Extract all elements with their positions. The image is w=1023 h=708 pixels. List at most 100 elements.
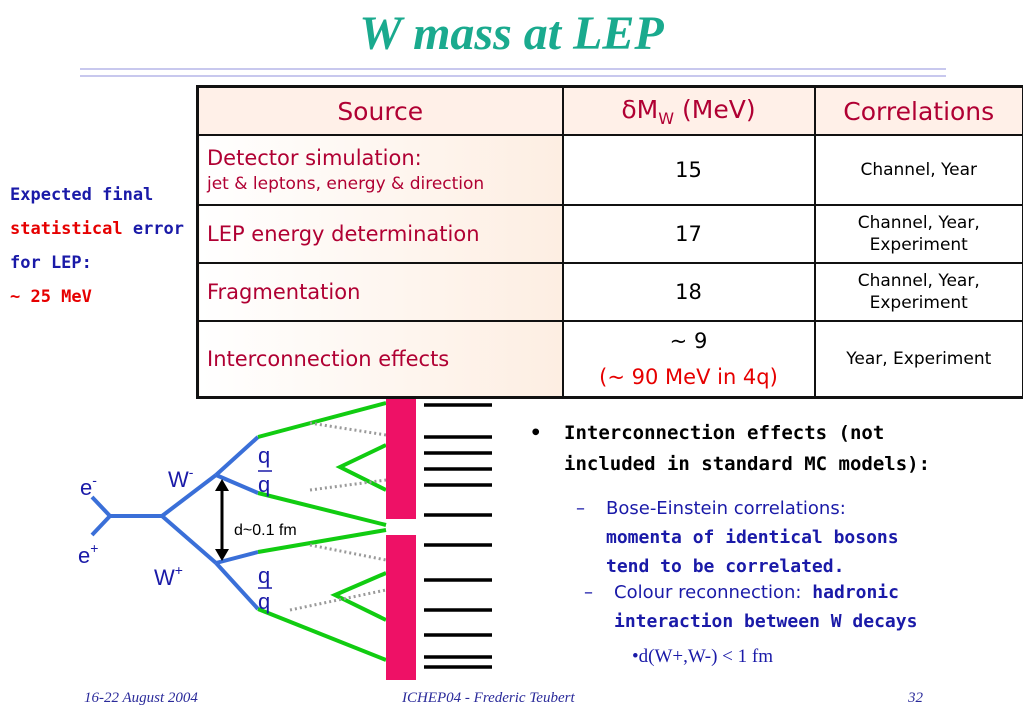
header-delta-suffix: (MeV) [674, 94, 756, 124]
colour-reconnection-bullet: – Colour reconnection: hadronic interact… [584, 578, 918, 636]
w-plus-sup: + [175, 562, 183, 578]
w-plus-qbar-line [214, 561, 260, 611]
quark-label: q [258, 443, 270, 468]
title-divider [80, 68, 946, 77]
antiquark-label: q [258, 472, 270, 497]
row-value: 15 [561, 134, 816, 206]
row-source: LEP energy determination [196, 204, 564, 264]
interconnection-bullets: • Interconnection effects (not included … [530, 418, 1010, 480]
e-minus-sup: - [92, 472, 97, 488]
correlation-line: Channel, Year, [857, 271, 980, 291]
row-value: 17 [561, 204, 816, 264]
footer-event: ICHEP04 - Frederic Teubert [402, 690, 575, 706]
e-plus-line [90, 514, 112, 537]
main-bullet-line: included in standard MC models): [564, 453, 931, 475]
e-plus-text: e [78, 543, 90, 568]
hadron-lines [424, 403, 492, 669]
w-plus-text: W [154, 565, 175, 590]
hadronization-bar [386, 535, 416, 680]
correlation-line: Experiment [869, 235, 968, 255]
w-plus-q-line [215, 550, 259, 565]
note-line: for LEP: [10, 253, 92, 273]
row-value: 18 [561, 262, 816, 322]
sub-bullet-text: d(W+,W-) < 1 fm [638, 646, 773, 667]
table-row: Fragmentation 18 Channel, Year,Experimen… [196, 262, 1023, 322]
note-line: statistical error [10, 212, 184, 246]
sub-bullet-dot: • [632, 646, 639, 667]
quark-line [257, 491, 387, 527]
footer-page-number: 32 [908, 690, 923, 706]
note-red-text: statistical [10, 219, 123, 239]
systematics-table: Source δMW (MeV) Correlations Detector s… [196, 85, 1023, 399]
source-label: Detector simulation: [207, 146, 422, 170]
sub-bullet-dash: – [584, 582, 593, 603]
ww-interconnection-diagram: e- e+ W- W+ q q q q d~0.1 fm [78, 399, 492, 680]
value-main: ~ 9 [669, 328, 708, 353]
correlation-line: Channel, Year, [857, 213, 980, 233]
gluon-line [309, 543, 387, 562]
e-plus-sup: + [90, 540, 98, 556]
e-minus-line [90, 495, 112, 518]
row-correlation: Channel, Year [813, 134, 1023, 206]
quark-line [257, 607, 387, 662]
cr-line: interaction between W decays [614, 611, 918, 632]
table-row: LEP energy determination 17 Channel, Yea… [196, 204, 1023, 264]
e-minus-label: e- [80, 472, 97, 500]
w-minus-sup: - [189, 464, 194, 480]
be-line: momenta of identical bosons [606, 527, 899, 548]
w-minus-qbar-line [215, 473, 259, 495]
row-source: Interconnection effects [196, 320, 564, 398]
diagram-labels: e- e+ W- W+ q q q q d~0.1 fm [78, 443, 297, 614]
source-sublabel: jet & leptons, energy & direction [207, 174, 485, 194]
be-label: Bose-Einstein correlations: [606, 498, 846, 519]
row-correlation: Channel, Year,Experiment [813, 204, 1023, 264]
gluon-line [309, 421, 387, 437]
note-value: ~ 25 MeV [10, 287, 92, 307]
table-row: Detector simulation: jet & leptons, energ… [196, 134, 1023, 206]
be-line: tend to be correlated. [606, 556, 845, 577]
e-minus-text: e [80, 475, 92, 500]
row-correlation: Channel, Year,Experiment [813, 262, 1023, 322]
header-delta-mw: δMW (MeV) [561, 85, 816, 136]
statistical-error-note: Expected final statistical error for LEP… [10, 178, 184, 314]
bose-einstein-bullet: – Bose-Einstein correlations: momenta of… [576, 494, 899, 581]
w-plus-line [160, 514, 218, 565]
header-correlations: Correlations [813, 85, 1023, 136]
distance-subbullet: •d(W+,W-) < 1 fm [632, 646, 773, 668]
row-value: ~ 9 (~ 90 MeV in 4q) [561, 320, 816, 398]
bullet-dot: • [530, 422, 542, 444]
correlation-line: Year, Experiment [846, 348, 992, 369]
w-minus-text: W [168, 467, 189, 492]
correlation-line: Experiment [869, 293, 968, 313]
distance-label: d~0.1 fm [234, 522, 297, 539]
row-source: Fragmentation [196, 262, 564, 322]
row-correlation: Year, Experiment [813, 320, 1023, 398]
quark-label: q [258, 563, 270, 588]
value-sub: (~ 90 MeV in 4q) [599, 364, 778, 389]
table-header-row: Source δMW (MeV) Correlations [196, 85, 1023, 136]
quark-line [257, 401, 387, 439]
arrow-head-up [215, 479, 229, 491]
w-minus-line [160, 473, 218, 518]
hadronization-bar [386, 399, 416, 519]
w-boson-lines [90, 435, 260, 611]
w-minus-q-line [214, 435, 260, 477]
footer-date: 16-22 August 2004 [84, 690, 198, 706]
header-delta-sub: W [658, 108, 675, 128]
main-bullet-line: Interconnection effects (not [564, 422, 885, 444]
arrow-head-down [215, 549, 229, 561]
gluon-jet [330, 571, 387, 622]
distance-arrow [215, 479, 229, 561]
cr-line: Colour reconnection: hadronic [614, 578, 917, 607]
w-plus-label: W+ [154, 562, 183, 590]
gluon-lines [289, 421, 387, 612]
note-blue-text: error [122, 219, 185, 239]
table-row: Interconnection effects ~ 9 (~ 90 MeV in … [196, 320, 1023, 398]
note-line: Expected final [10, 185, 154, 205]
header-source: Source [196, 85, 564, 136]
gluon-jet [335, 443, 387, 492]
sub-bullet-dash: – [576, 498, 585, 519]
cr-bold: hadronic [801, 582, 899, 603]
quark-line [257, 528, 387, 554]
header-delta-prefix: δM [621, 94, 659, 124]
